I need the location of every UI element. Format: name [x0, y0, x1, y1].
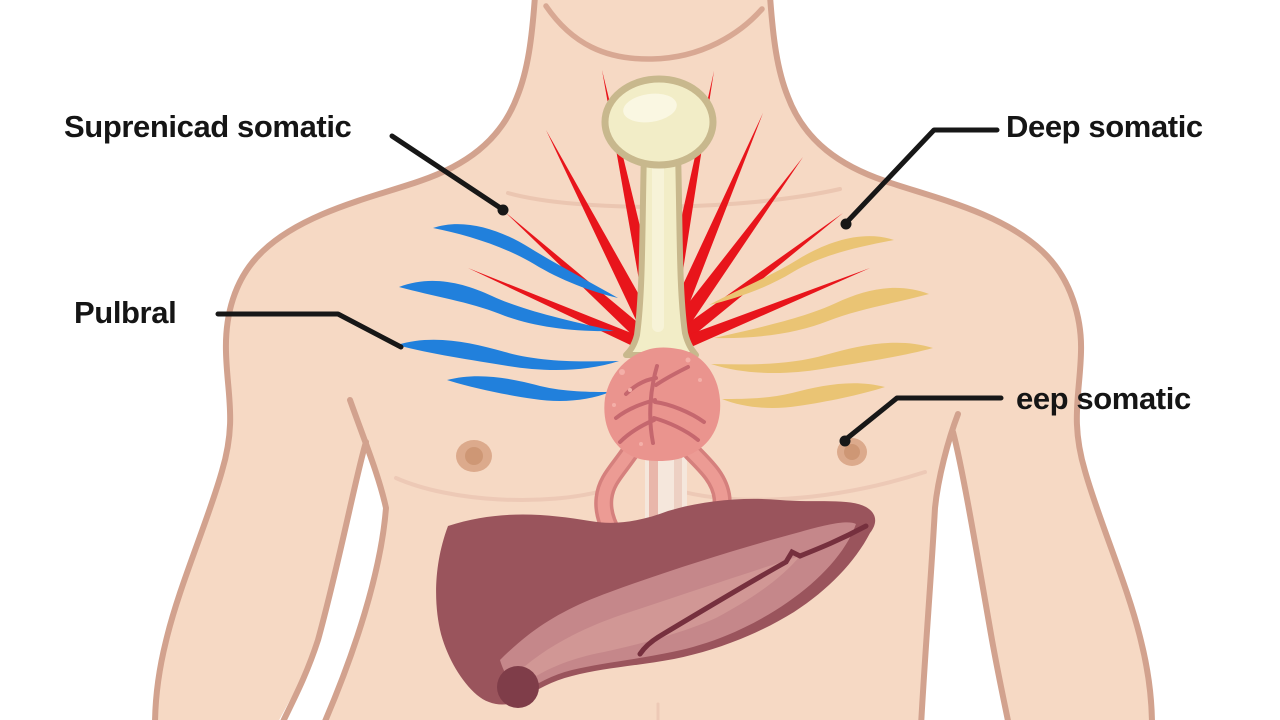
leader-pulbral: [215, 311, 404, 350]
chin-shadow-line: [543, 3, 765, 62]
label-suprenicad-somatic: Suprenicad somatic: [64, 109, 352, 144]
left-nipple: [456, 440, 492, 472]
leader-deep-somatic: [843, 127, 1000, 226]
leader-eep-somatic: [842, 395, 1004, 443]
left-pec-crease: [394, 476, 608, 503]
label-deep-somatic: Deep somatic: [1006, 109, 1203, 144]
heart-veins: [614, 364, 706, 445]
annotation-leader-dots: [497, 204, 852, 447]
sternum-bone: [601, 75, 717, 358]
label-pulbral: Pulbral: [74, 295, 177, 330]
annotation-leader-lines: [215, 127, 1004, 443]
yellow-nerve-fibers: [709, 236, 933, 408]
body-outline: [152, 0, 1155, 720]
heart: [604, 347, 721, 462]
right-pec-crease: [674, 470, 927, 502]
heart-speckles: [612, 357, 702, 446]
label-eep-somatic: eep somatic: [1016, 381, 1191, 416]
leader-suprenicad-somatic: [389, 133, 505, 212]
blue-nerve-fibers: [397, 224, 619, 401]
liver-duct-opening: [497, 666, 539, 708]
liver: [436, 498, 876, 708]
